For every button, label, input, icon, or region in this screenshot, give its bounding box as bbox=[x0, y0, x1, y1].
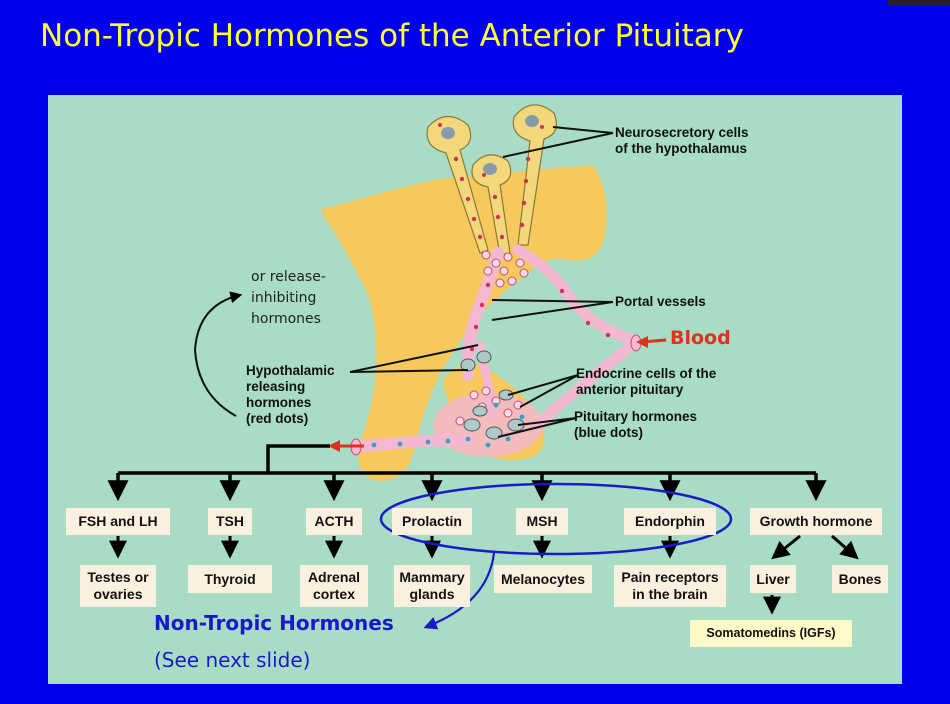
releasing-hormone-dots bbox=[469, 282, 611, 352]
target-adrenal-cortex: Adrenal cortex bbox=[300, 565, 368, 607]
hypothalamus-shape bbox=[320, 165, 607, 481]
neurosecretory-cells bbox=[426, 104, 557, 256]
window-edge-mark bbox=[888, 0, 950, 6]
see-next-slide-note: (See next slide) bbox=[154, 648, 311, 672]
hormone-acth: ACTH bbox=[306, 508, 362, 535]
portal-vessels bbox=[352, 244, 639, 453]
target-melanocytes: Melanocytes bbox=[494, 565, 592, 593]
target-testes-ovaries: Testes or ovaries bbox=[80, 565, 156, 607]
hormone-tsh: TSH bbox=[208, 508, 252, 535]
non-tropic-pointer-arrow bbox=[423, 552, 496, 630]
hormone-msh: MSH bbox=[516, 508, 568, 535]
blood-label: Blood bbox=[670, 327, 731, 349]
target-thyroid: Thyroid bbox=[188, 565, 272, 593]
hormone-fsh-lh: FSH and LH bbox=[66, 508, 170, 535]
hormone-growth-hormone: Growth hormone bbox=[750, 508, 882, 535]
pituitary-illustration bbox=[107, 104, 859, 630]
hormone-prolactin: Prolactin bbox=[392, 508, 472, 535]
pituitary-hormone-dots bbox=[371, 402, 525, 448]
leader-lines bbox=[349, 126, 614, 438]
target-mammary-glands: Mammary glands bbox=[394, 565, 470, 607]
non-tropic-highlight-ellipse bbox=[379, 482, 733, 556]
target-pain-receptors: Pain receptors in the brain bbox=[614, 565, 726, 607]
target-bones: Bones bbox=[832, 565, 888, 593]
target-arrows bbox=[109, 534, 859, 615]
capillary-network bbox=[455, 250, 529, 426]
portal-vessels-label: Portal vessels bbox=[615, 294, 706, 309]
hormone-endorphin: Endorphin bbox=[624, 508, 716, 535]
pituitary-hormones-label: Pituitary hormones(blue dots) bbox=[574, 409, 698, 440]
feedback-curve-arrow bbox=[193, 291, 243, 417]
non-tropic-hormones-label: Non-Tropic Hormones bbox=[154, 611, 394, 635]
target-liver: Liver bbox=[750, 565, 796, 593]
endocrine-cells bbox=[460, 350, 525, 440]
somatomedins-box: Somatomedins (IGFs) bbox=[690, 620, 852, 647]
slide-title: Non-Tropic Hormones of the Anterior Pitu… bbox=[40, 18, 744, 54]
